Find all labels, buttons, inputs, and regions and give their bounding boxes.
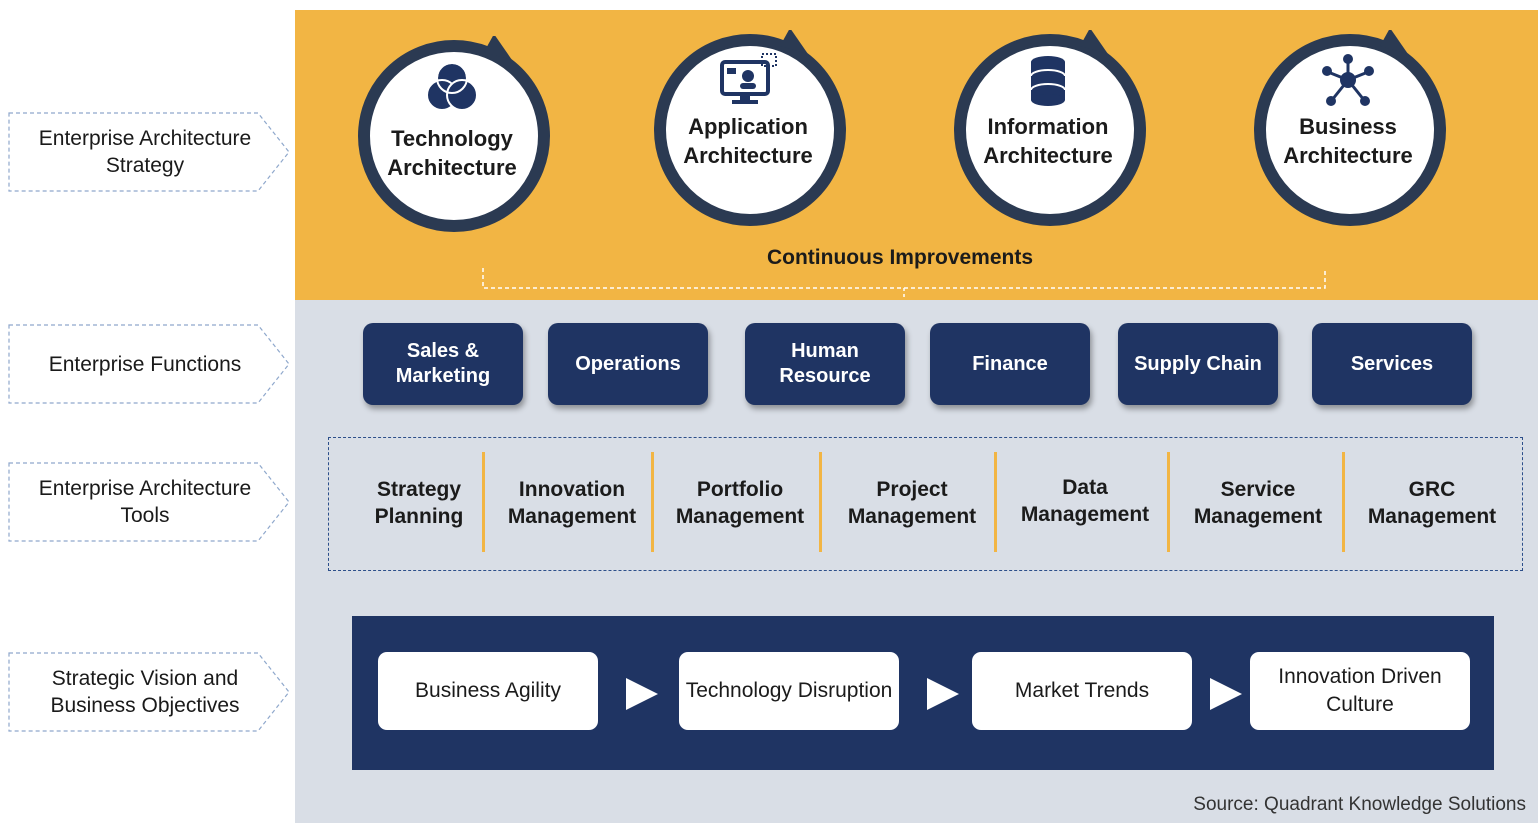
venn-circles-icon (422, 58, 482, 118)
source-caption: Source: Quadrant Knowledge Solutions (1193, 794, 1526, 815)
tool-data-management: Data Management (1020, 476, 1150, 526)
architecture-name: Information Architecture (983, 114, 1113, 168)
information-architecture-circle: Information Architecture (948, 30, 1148, 230)
tool-separator (651, 452, 654, 552)
tool-separator (1342, 452, 1345, 552)
arrow-right-icon (626, 678, 658, 710)
business-architecture-circle: Business Architecture (1248, 30, 1448, 230)
function-services: Services (1312, 323, 1472, 405)
function-human-resource: Human Resource (745, 323, 905, 405)
continuous-improvements-bracket (482, 268, 1326, 300)
database-icon (1018, 52, 1078, 112)
function-sales-marketing: Sales & Marketing (363, 323, 523, 405)
side-label-ea-tools: Enterprise Architecture Tools (8, 462, 290, 542)
tool-grc-management: GRC Management (1367, 478, 1497, 528)
technology-architecture-circle: Technology Architecture (352, 36, 552, 236)
application-architecture-circle: Application Architecture (648, 30, 848, 230)
arrow-right-icon (1210, 678, 1242, 710)
continuous-improvements-label: Continuous Improvements (766, 246, 1034, 269)
architecture-name: Business Architecture (1283, 114, 1413, 168)
tool-project-management: Project Management (847, 478, 977, 528)
side-label-strategic-vision: Strategic Vision and Business Objectives (8, 652, 290, 732)
function-supply-chain: Supply Chain (1118, 323, 1278, 405)
side-label-ea-strategy: Enterprise Architecture Strategy (8, 112, 290, 192)
architecture-name: Application Architecture (683, 114, 813, 168)
side-label-enterprise-functions: Enterprise Functions (8, 324, 290, 404)
network-hub-icon (1318, 52, 1378, 112)
architecture-name: Technology Architecture (387, 126, 517, 180)
tool-service-management: Service Management (1193, 478, 1323, 528)
objective-business-agility: Business Agility (378, 652, 598, 730)
function-finance: Finance (930, 323, 1090, 405)
objectives-band: Business Agility Technology Disruption M… (352, 616, 1494, 770)
tool-separator (994, 452, 997, 552)
objective-technology-disruption: Technology Disruption (679, 652, 899, 730)
function-operations: Operations (548, 323, 708, 405)
tool-innovation-management: Innovation Management (507, 478, 637, 528)
tool-separator (1167, 452, 1170, 552)
tool-separator (819, 452, 822, 552)
tool-separator (482, 452, 485, 552)
objective-innovation-driven-culture: Innovation Driven Culture (1250, 652, 1470, 730)
tool-portfolio-management: Portfolio Management (675, 478, 805, 528)
arrow-right-icon (927, 678, 959, 710)
ea-tools-box: Strategy Planning Innovation Management … (328, 437, 1523, 571)
monitor-app-icon (718, 52, 778, 112)
objective-market-trends: Market Trends (972, 652, 1192, 730)
tool-strategy-planning: Strategy Planning (374, 478, 464, 528)
